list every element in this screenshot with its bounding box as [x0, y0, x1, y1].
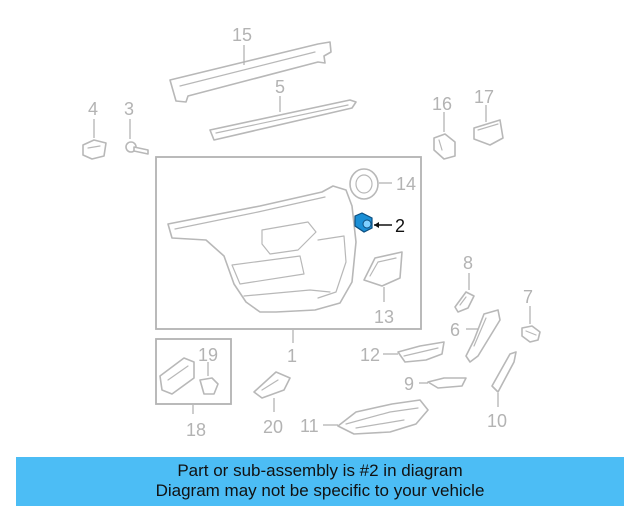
- part-18-box: [155, 338, 232, 405]
- part-9-handle-insert: [427, 377, 467, 389]
- part-7-fastener: [521, 325, 541, 343]
- part-13-insert: [363, 251, 403, 287]
- part-1-assembly-box: [155, 156, 422, 330]
- banner-line-1: Part or sub-assembly is #2 in diagram: [177, 461, 463, 480]
- part-14-speaker-grille: [349, 168, 379, 200]
- callout-18: 18: [186, 420, 206, 440]
- callout-9: 9: [404, 374, 414, 394]
- callout-12: 12: [360, 345, 380, 365]
- callout-19: 19: [198, 345, 218, 365]
- callout-5: 5: [275, 77, 285, 97]
- part-12-armrest-trim: [397, 341, 445, 363]
- part-8-bezel: [454, 291, 475, 313]
- callout-2: 2: [395, 216, 405, 236]
- banner-line-2: Diagram may not be specific to your vehi…: [155, 481, 485, 500]
- callout-6: 6: [450, 320, 460, 340]
- part-5-belt-molding: [209, 99, 357, 141]
- part-16-bracket: [433, 133, 456, 160]
- callout-20: 20: [263, 417, 283, 437]
- part-15-upper-trim-strip: [169, 41, 332, 103]
- parts-diagram: 15 5 4 3 16 17 1: [82, 25, 541, 440]
- callout-16: 16: [432, 94, 452, 114]
- part-10-strip: [491, 351, 517, 393]
- callout-15: 15: [232, 25, 252, 45]
- callout-7: 7: [523, 287, 533, 307]
- part-19-connector: [199, 377, 219, 395]
- part-17-switch-block: [473, 119, 504, 146]
- callout-17: 17: [474, 87, 494, 107]
- part-11-armrest: [337, 399, 429, 435]
- callout-13: 13: [374, 307, 394, 327]
- callout-10: 10: [487, 411, 507, 431]
- part-19-switch: [159, 357, 195, 395]
- callout-3: 3: [124, 99, 134, 119]
- part-6-vertical-trim: [465, 309, 501, 363]
- callout-14: 14: [396, 174, 416, 194]
- callout-4: 4: [88, 99, 98, 119]
- callout-8: 8: [463, 253, 473, 273]
- callout-1: 1: [287, 346, 297, 366]
- part-3-screw: [125, 141, 149, 155]
- part-4-clip: [82, 139, 107, 160]
- part-2-clip-highlighted: [354, 212, 373, 233]
- part-20-handle-bezel: [253, 371, 291, 399]
- callout-11: 11: [300, 416, 319, 436]
- info-banner: Part or sub-assembly is #2 in diagram Di…: [16, 457, 624, 506]
- door-trim-panel: [167, 185, 357, 313]
